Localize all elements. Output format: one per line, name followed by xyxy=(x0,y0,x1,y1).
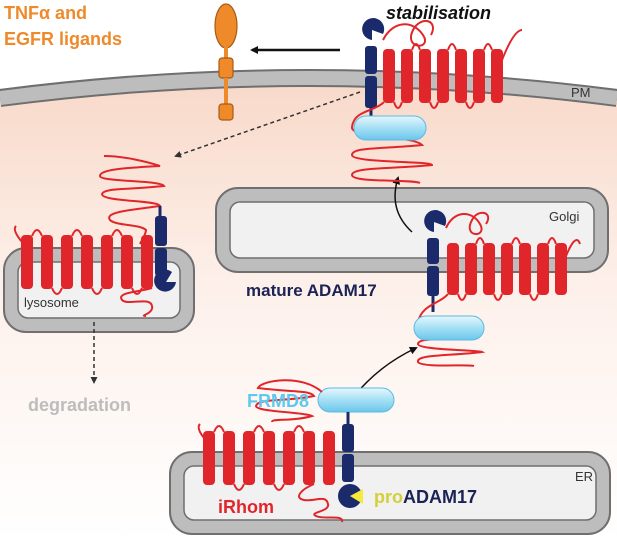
pm-label: PM xyxy=(571,85,591,100)
lysosome-complex xyxy=(13,155,176,317)
golgi-to-pm-arrow xyxy=(392,176,413,233)
golgi-label: Golgi xyxy=(549,209,580,224)
irhom-lysosome xyxy=(13,155,166,317)
adam17-lysosome xyxy=(154,206,176,292)
pro-prefix: pro xyxy=(374,487,403,507)
adam17-golgi xyxy=(424,210,447,312)
ligands-label-line2: EGFR ligands xyxy=(4,29,123,49)
degradation-label: degradation xyxy=(28,395,132,415)
mature-adam17-label: mature ADAM17 xyxy=(246,281,377,300)
irhom-er xyxy=(197,379,344,523)
irhom-pm xyxy=(350,20,523,184)
irhom-label: iRhom xyxy=(218,497,274,517)
ligands-label-line1: TNFα and xyxy=(4,3,88,23)
frmd8-golgi xyxy=(413,315,485,341)
irhom-golgi xyxy=(416,211,581,367)
er-label: ER xyxy=(575,469,594,484)
adam17-pm xyxy=(362,18,385,120)
ligand-molecule xyxy=(214,3,238,121)
adam17-suffix: ADAM17 xyxy=(403,487,478,507)
golgi-complex xyxy=(413,210,581,367)
proadam17-er xyxy=(338,412,363,508)
er-complex xyxy=(197,379,395,523)
frmd8-pm xyxy=(353,115,427,141)
pm-complex xyxy=(350,18,523,184)
lysosome-label: lysosome xyxy=(24,295,79,310)
stabilisation-label: stabilisation xyxy=(386,3,492,23)
proadam17-label: proADAM17 xyxy=(374,487,478,508)
frmd8-er xyxy=(317,387,395,413)
lysosome-lumen xyxy=(17,261,181,319)
endocytosis-arrow xyxy=(174,91,361,158)
plasma-membrane xyxy=(0,71,617,105)
frmd8-label: FRMD8 xyxy=(247,391,309,411)
